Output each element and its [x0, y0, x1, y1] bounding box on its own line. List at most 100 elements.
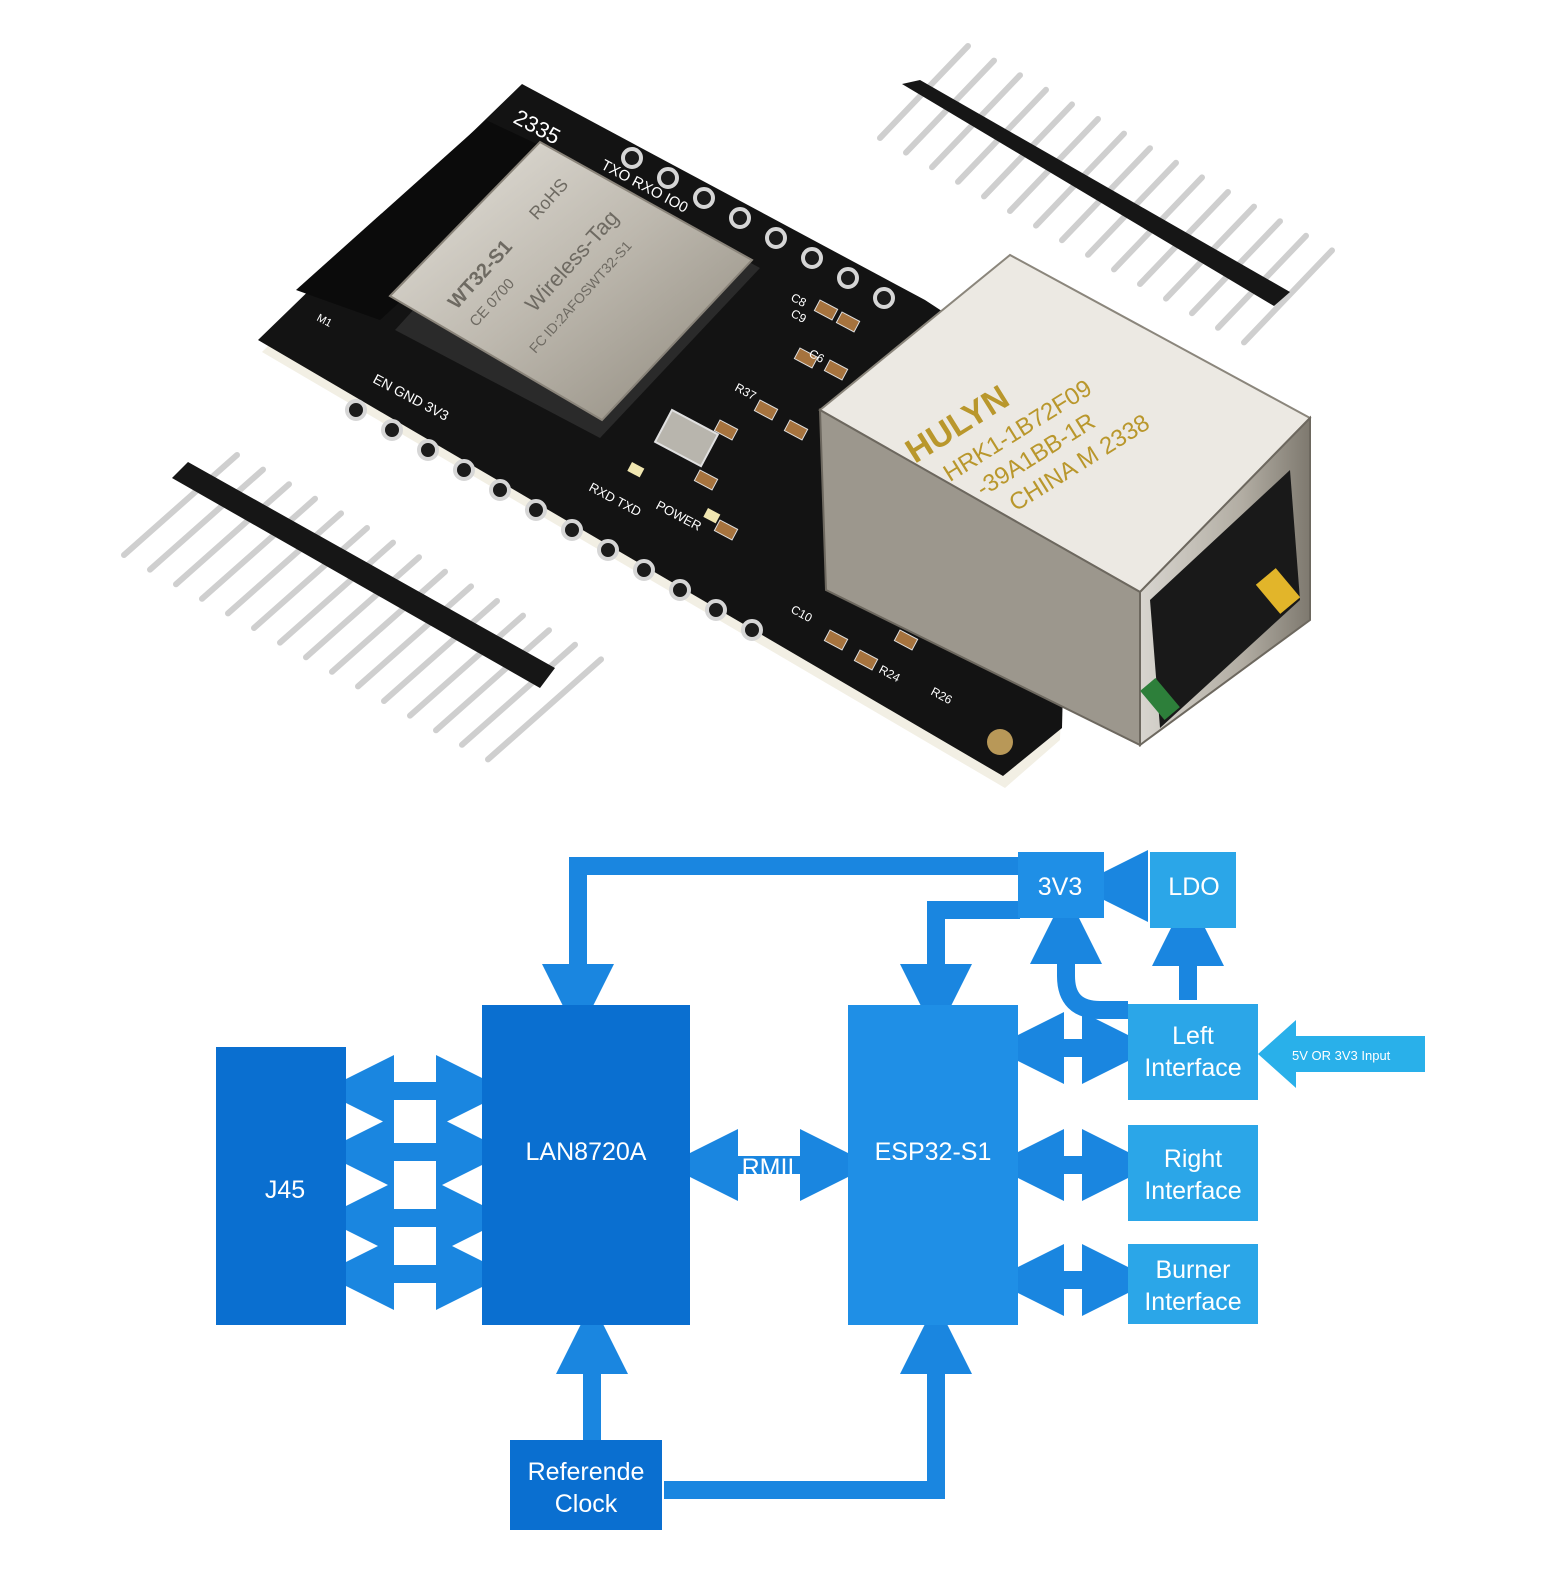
arrow-3v3-to-esp: [900, 901, 1020, 1036]
header-pin: [355, 583, 474, 690]
input-arrow-shape: [1258, 1020, 1425, 1088]
smd-component: [693, 469, 719, 491]
rmii-label: RMII: [742, 1154, 795, 1182]
pcb-hole: [705, 599, 727, 621]
jack-port-opening: [1150, 470, 1300, 728]
pcb-hole: [837, 267, 859, 289]
header-pin: [381, 598, 500, 704]
pcb-hole: [561, 519, 583, 541]
block-burner-interface-line2: Interface: [1144, 1288, 1241, 1316]
header-pin: [1241, 247, 1335, 346]
block-ldo-label: LDO: [1168, 873, 1219, 901]
pcb-hole: [669, 579, 691, 601]
pcb-hole: [453, 459, 475, 481]
smd-component: [783, 419, 809, 441]
pcb-hole: [525, 499, 547, 521]
header-pin: [329, 568, 448, 675]
header-pin: [251, 525, 370, 631]
block-reference-clock-line1: Referende: [528, 1458, 645, 1486]
rj45-jack: HULYN HRK1-1B72F09 -39A1BB-1R CHINA M 23…: [818, 253, 1312, 747]
block-burner-interface: [1128, 1244, 1258, 1324]
header-pin: [407, 612, 526, 719]
block-right-interface-line1: Right: [1164, 1145, 1222, 1173]
crystal-oscillator: [653, 408, 720, 468]
pcb-hole: [693, 187, 715, 209]
smd-component: [793, 347, 819, 369]
smd-component: [753, 399, 779, 421]
header-pin: [225, 510, 344, 617]
block-right-interface: [1128, 1125, 1258, 1221]
header-pin: [121, 452, 240, 558]
smd-component: [893, 629, 919, 651]
pcb-hole: [801, 247, 823, 269]
mounting-hole: [987, 729, 1013, 755]
block-left-interface-line1: Left: [1172, 1022, 1214, 1050]
pcb-hole: [417, 439, 439, 461]
pcb-hole: [873, 287, 895, 309]
pcb-hole: [381, 419, 403, 441]
pcb-hole: [657, 167, 679, 189]
header-pin: [459, 641, 578, 748]
block-3v3: [1018, 852, 1104, 918]
smd-component: [823, 359, 849, 381]
block-lan8720a-label: LAN8720A: [526, 1138, 647, 1166]
pcb-cap-label: C6: [807, 346, 827, 366]
pcb-cap-label: C8: [789, 290, 809, 310]
input-label: 5V OR 3V3 Input: [1292, 1048, 1391, 1063]
block-ldo: [1150, 852, 1236, 928]
antenna-area: [296, 120, 560, 320]
header-pin: [485, 656, 604, 763]
block-reference-clock-line2: Clock: [555, 1490, 618, 1518]
header-pin: [173, 481, 292, 588]
block-reference-clock: [510, 1440, 662, 1530]
header-bottom-plastic: [172, 462, 555, 688]
block-j45: [216, 1047, 346, 1325]
block-j45-label: J45: [265, 1176, 305, 1204]
led: [703, 508, 721, 524]
pcb-hole: [765, 227, 787, 249]
pcb-hole: [597, 539, 619, 561]
pcb-holes-top: [621, 147, 895, 309]
block-3v3-label: 3V3: [1038, 873, 1082, 901]
arrow-3v3-to-lan: [542, 857, 1018, 1036]
diagram-arrows: [322, 850, 1296, 1499]
pcb-holes-bottom: [345, 399, 763, 641]
block-left-interface-line2: Interface: [1144, 1054, 1241, 1082]
block-right-interface-line2: Interface: [1144, 1177, 1241, 1205]
smd-component: [813, 299, 839, 321]
wt32-module: WT32-S1 RoHS CE 0700 Wireless-Tag FC ID:…: [388, 140, 760, 438]
block-esp32-label: ESP32-S1: [875, 1138, 992, 1166]
jack-led: [1140, 678, 1180, 720]
header-pin: [433, 627, 552, 734]
led: [627, 462, 645, 478]
header-pin: [147, 466, 266, 573]
smd-components: [627, 299, 919, 671]
board-photo: 2335 TXO RXO IO0 EN GND 3V3 RXD TXD POWE…: [121, 43, 1335, 788]
block-left-interface: [1128, 1004, 1258, 1100]
block-esp32: [848, 1005, 1018, 1325]
arrow-left-to-3v3: [1030, 892, 1128, 1019]
smd-component: [823, 629, 849, 651]
pcb-hole: [621, 147, 643, 169]
jack-led: [1255, 568, 1301, 614]
smd-component: [835, 311, 861, 333]
smd-component: [853, 649, 879, 671]
header-pin: [199, 495, 318, 602]
pin-header-bottom: [121, 452, 604, 763]
block-burner-interface-line1: Burner: [1155, 1256, 1230, 1284]
header-pin: [277, 539, 396, 646]
module-shield: [388, 140, 754, 422]
block-diagram: 5V OR 3V3 Input J45 LAN8720A RMII ESP32-…: [216, 850, 1425, 1530]
header-top-plastic: [902, 80, 1290, 306]
header-pin: [303, 554, 422, 661]
smd-component: [713, 419, 739, 441]
smd-component: [713, 519, 739, 541]
arrow-clock-to-esp: [664, 1302, 972, 1499]
pcb-hole: [633, 559, 655, 581]
pcb-hole: [345, 399, 367, 421]
header-bottom-pins: [121, 452, 604, 763]
pcb-hole: [489, 479, 511, 501]
block-lan8720a: [482, 1005, 690, 1325]
